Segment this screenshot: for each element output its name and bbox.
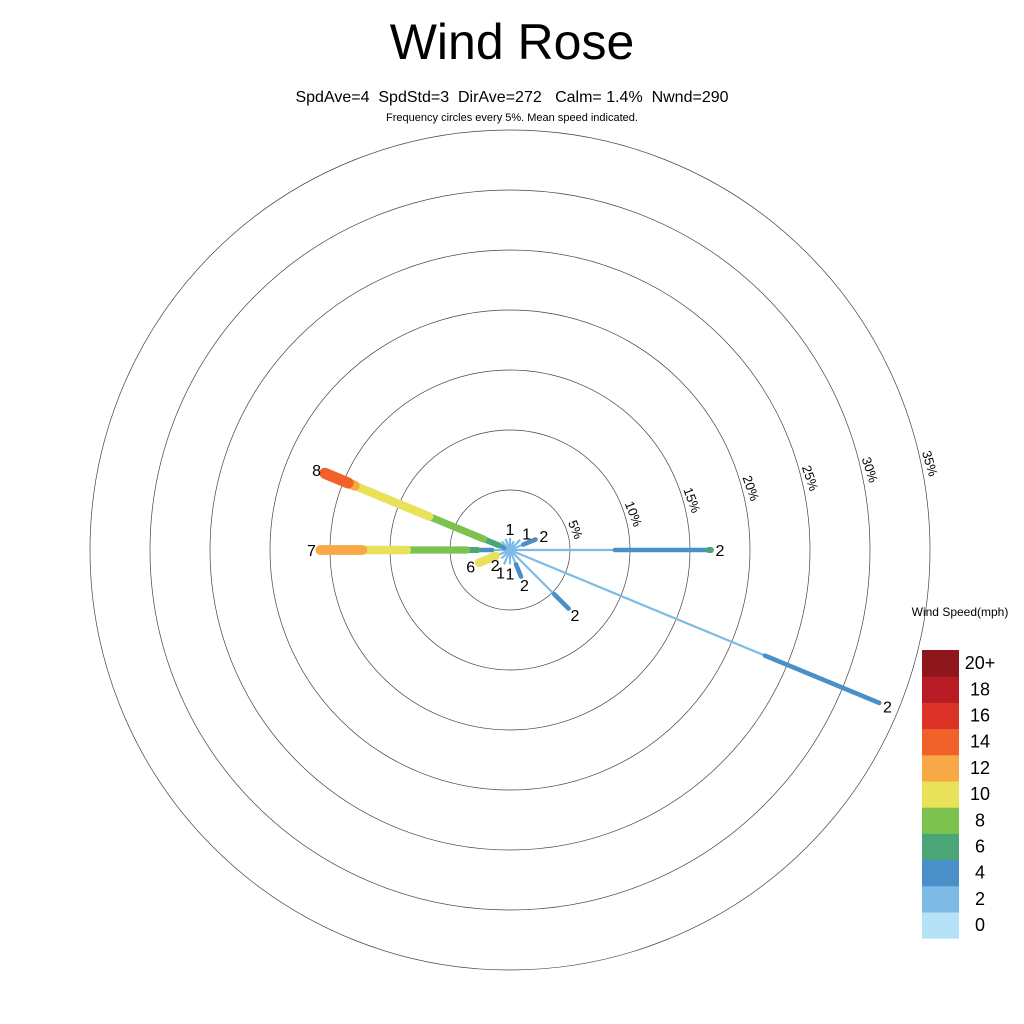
ring-label: 15% [680,485,703,515]
mean-speed-label: 2 [883,699,892,716]
ring-label: 20% [740,473,763,503]
legend-swatch [922,728,959,756]
ring-label: 10% [622,499,646,529]
spoke-segment [425,512,487,543]
mean-speed-label: 1 [522,526,531,543]
legend-label: 0 [975,915,985,935]
mean-speed-label: 1 [496,566,505,583]
spoke-segment [474,551,500,568]
mean-speed-label: 1 [506,566,515,583]
frequency-ring [209,249,811,851]
chart-subtitle: SpdAve=4 SpdStd=3 DirAve=272 Calm= 1.4% … [295,89,728,106]
mean-speed-label: 2 [491,558,500,575]
spoke [319,467,511,552]
mean-speed-label: 8 [312,463,321,480]
legend-swatch [922,781,959,808]
mean-speed-label: 2 [520,578,529,595]
legend-swatch [922,754,959,782]
mean-speed-label: 2 [570,608,579,625]
legend-title: Wind Speed(mph) [912,605,1009,619]
legend-label: 16 [970,706,990,726]
legend-label: 14 [970,732,990,752]
frequency-ring [149,189,871,911]
spoke-segment [762,653,882,706]
spoke-segment [509,549,555,595]
mean-speed-label: 7 [307,543,316,560]
ring-label: 35% [919,449,941,479]
chart-title: Wind Rose [390,14,635,70]
spoke [504,538,512,551]
spoke [509,549,571,611]
frequency-ring [89,129,931,971]
legend-swatch [922,676,959,703]
spoke [509,548,882,706]
mean-speed-label: 1 [506,522,515,539]
legend-swatch [922,702,959,730]
legend-label: 10 [970,784,990,804]
legend-swatch [922,912,959,939]
legend-swatch [922,859,959,887]
mean-speed-label: 6 [466,559,475,576]
legend-swatch [922,833,959,861]
legend-label: 18 [970,679,990,699]
spoke-segment [521,537,538,547]
ring-label: 30% [859,455,881,485]
spoke-segment [504,538,512,551]
ring-label: 25% [799,463,822,493]
legend-swatch [922,807,959,834]
spoke-segment [513,562,524,579]
legend-label: 20+ [965,653,996,673]
ring-label: 5% [565,518,586,541]
spoke-segment [509,548,766,657]
mean-speed-label: 2 [539,529,548,546]
legend-label: 4 [975,863,985,883]
spoke-segment [319,467,354,489]
spoke-segment [551,591,571,611]
frequency-ring [269,309,751,791]
spokes [315,467,882,706]
legend: Wind Speed(mph) 0 2 4 6 8 10 12 14 16 18 20+ [912,605,1009,939]
chart-note: Frequency circles every 5%. Mean speed i… [386,112,638,124]
legend-label: 6 [975,837,985,857]
legend-label: 12 [970,758,990,778]
spoke-segment [350,481,434,521]
legend-swatch [922,650,959,677]
legend-label: 8 [975,810,985,830]
mean-speed-label: 2 [716,543,725,560]
legend-label: 2 [975,889,985,909]
legend-swatch [922,885,959,913]
